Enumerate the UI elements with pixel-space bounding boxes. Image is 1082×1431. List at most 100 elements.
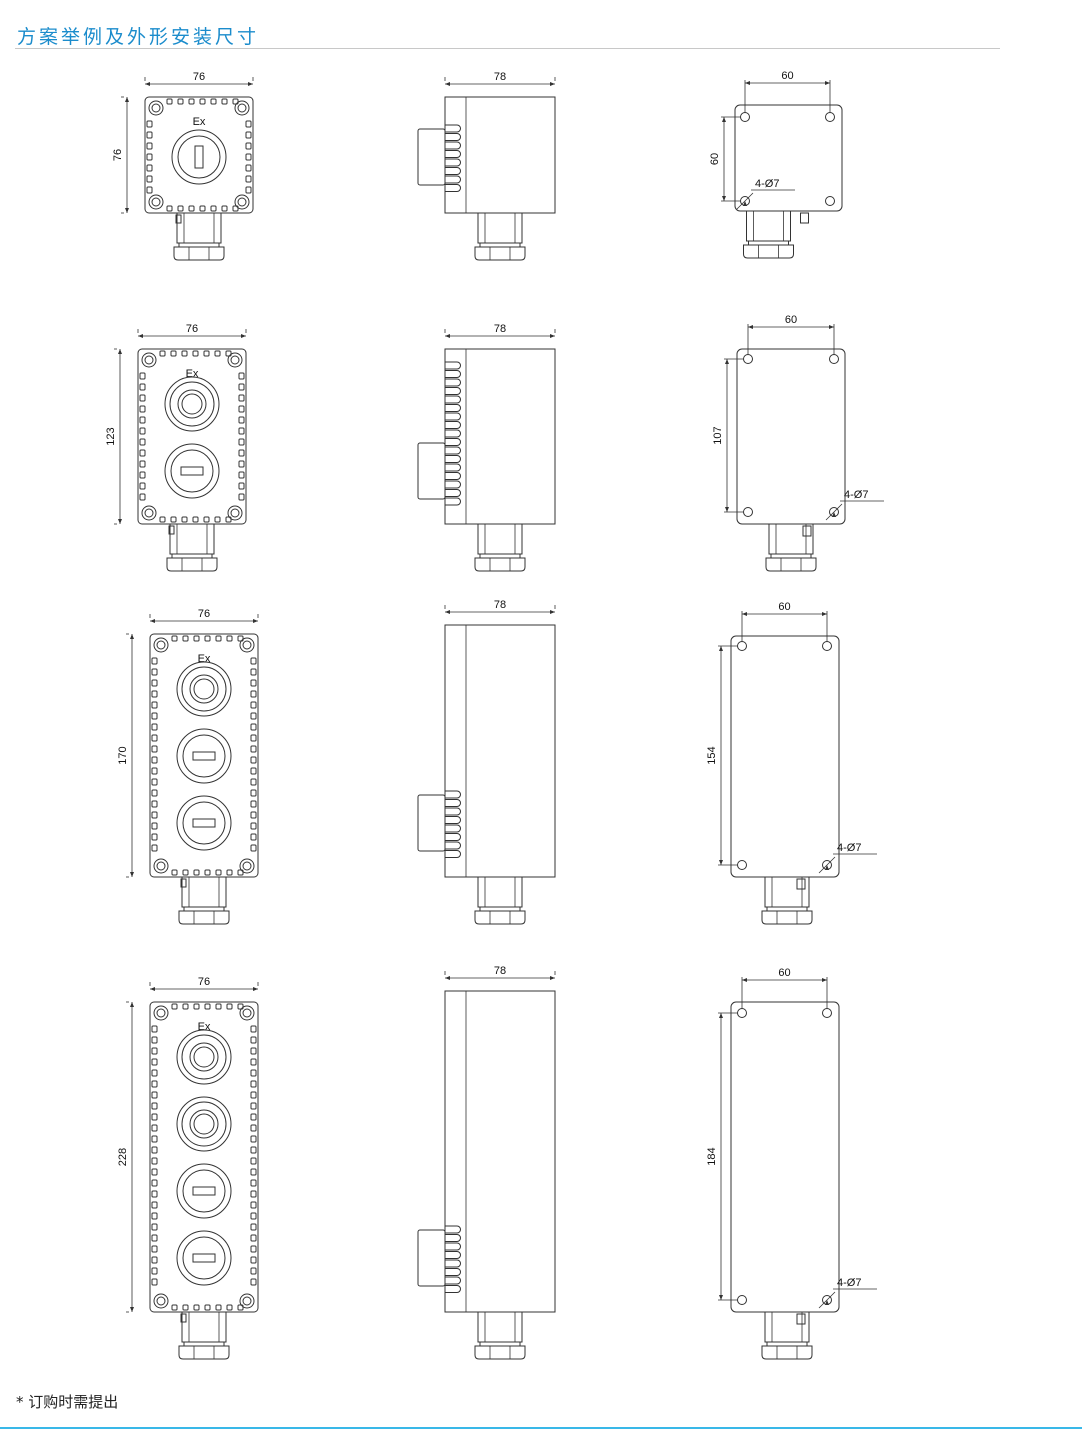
serration [250,1047,257,1055]
dimension-arrow [445,976,450,980]
serration [181,350,188,357]
cooling-fin [445,790,461,799]
serration [245,153,252,161]
serration [204,1304,211,1311]
serration [146,142,153,150]
guard-handle [417,128,446,186]
serration [139,460,146,468]
mounting-hole-icon [822,1008,832,1018]
serration [193,1003,200,1010]
ex-marking: Ex [198,1021,211,1033]
dimension-arrow [719,860,723,865]
serration [139,482,146,490]
gland-washer [766,1341,808,1347]
serration [139,471,146,479]
serration [182,869,189,876]
key-switch-ring [182,734,226,778]
cooling-fin [445,850,461,858]
key-switch-ring [182,1236,226,1280]
serration [193,869,200,876]
serration [250,1091,257,1099]
cover-bolt-icon [141,352,157,368]
cover-bolt-icon [239,1005,255,1021]
serration [250,1069,257,1077]
serration [170,350,177,357]
serration [188,205,195,212]
serration [250,1234,257,1242]
cooling-fin [445,455,461,463]
serration [226,1003,233,1010]
side-view: 78 [417,71,556,261]
serration [238,372,245,380]
serration [250,1124,257,1132]
serration [221,205,228,212]
bolt-head [230,355,240,365]
cover-bolt-icon [148,100,164,116]
gland-washer [171,553,213,559]
serration [238,416,245,424]
guard-handle [417,1229,446,1287]
gland-washer [479,1341,521,1347]
enclosure-back [736,348,846,525]
serration [250,789,257,797]
serration [225,516,232,523]
cooling-fin [445,833,461,841]
serration [151,1058,158,1066]
serration [166,98,173,105]
dimension-arrow [145,82,150,86]
dimension-arrow [719,646,723,651]
push-button-icon [193,1046,215,1068]
key-slot [180,466,204,476]
serration [151,1223,158,1231]
mounting-hole-icon [737,860,747,870]
cooling-fin [445,361,461,370]
serration [139,427,146,435]
serration [177,205,184,212]
push-button-icon [176,1096,232,1152]
serration [237,1003,244,1010]
cooling-fin [445,387,461,395]
depth-dimension-label: 78 [494,599,506,611]
gland-nut [743,244,794,259]
key-switch-icon [176,1230,232,1286]
serration [210,98,217,105]
hole-spec-label: 4-Ø7 [837,842,861,854]
serration [214,516,221,523]
bolt-head [237,103,247,113]
dimension-arrow [550,610,555,614]
serration [226,635,233,642]
width-dimension-label: 76 [198,976,210,988]
ground-lug [800,212,809,224]
serration [250,712,257,720]
serration [250,679,257,687]
serration [151,723,158,731]
dimension-arrow [719,1295,723,1300]
mounting-hole-icon [825,196,835,206]
ground-lug [796,878,806,890]
serration [171,1003,178,1010]
serration [232,205,239,212]
push-button-icon [189,1042,219,1072]
gland-nut [474,557,526,572]
gland-washer [479,906,521,912]
dimension-arrow [138,334,143,338]
serration [250,778,257,786]
dimension-arrow [550,334,555,338]
enclosure-front [144,96,254,214]
cooling-fin [445,133,461,141]
serration [151,1201,158,1209]
serration [250,1245,257,1253]
bolt-head [156,861,166,871]
dimension-arrow [832,512,836,517]
dimension-arrow [743,201,747,206]
serration [237,1304,244,1311]
dimension-arrow [130,1002,134,1007]
cooling-fin [445,438,461,446]
serration [159,516,166,523]
cooling-fin [445,378,461,387]
